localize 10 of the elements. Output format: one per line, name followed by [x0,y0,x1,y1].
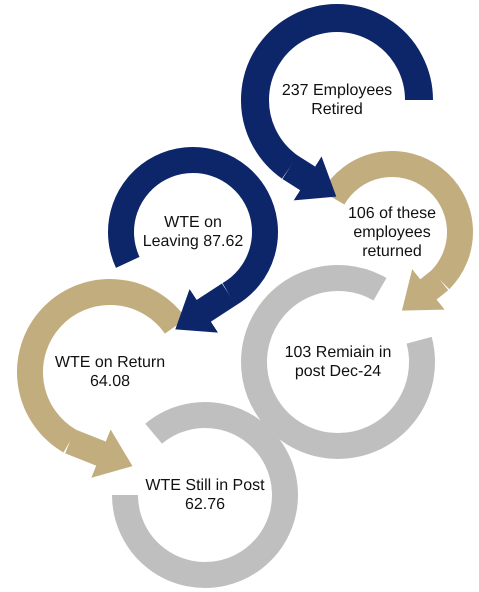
arrow [65,429,133,478]
node-label: WTE on Leaving 87.62 [142,213,244,251]
node-label: WTE on Return 64.08 [54,353,166,391]
arrow [282,155,336,200]
node-label: WTE Still in Post 62.76 [145,476,265,514]
node-label: 237 Employees Retired [280,81,394,119]
node-label: 103 Remiain in post Dec-24 [284,343,392,381]
node-label: 106 of these employees returned [346,204,438,260]
arrow [402,269,448,311]
arrow [175,283,236,333]
